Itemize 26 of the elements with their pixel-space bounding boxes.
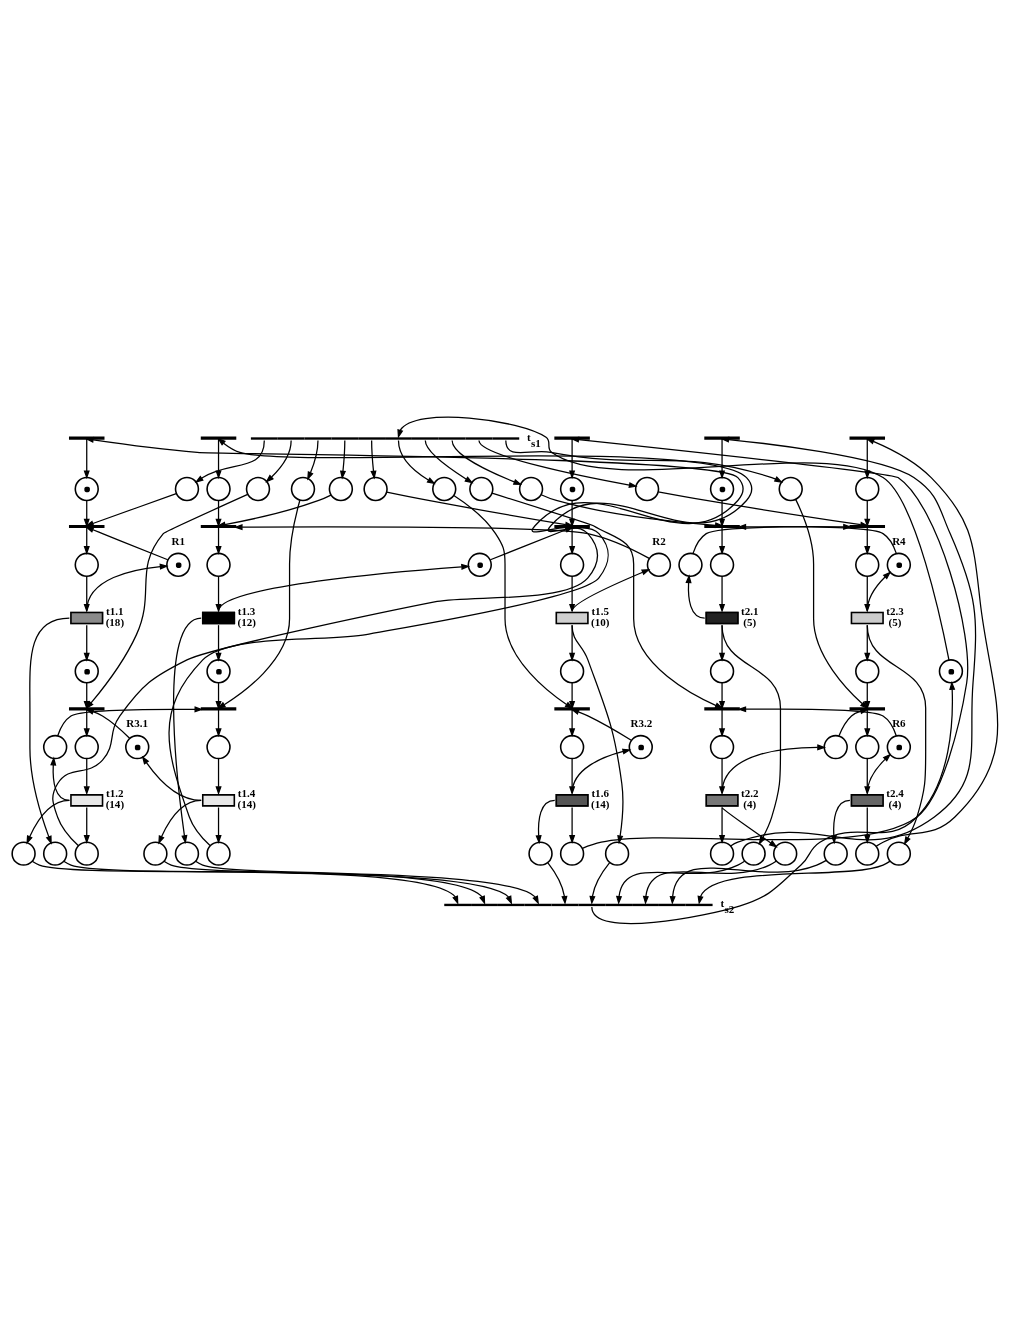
node-label: (14) bbox=[590, 797, 609, 810]
node-label: (5) bbox=[742, 615, 756, 628]
node-label: (10) bbox=[590, 615, 609, 628]
node-label: t1.1 bbox=[105, 604, 124, 617]
node-label: (12) bbox=[236, 615, 256, 628]
node-label: (14) bbox=[105, 797, 124, 810]
node-label: t2.1 bbox=[740, 604, 758, 617]
node-label: R6 bbox=[891, 716, 906, 729]
node-label: t1.6 bbox=[590, 786, 609, 799]
node-label: (18) bbox=[105, 615, 124, 628]
node-label: t2.4 bbox=[885, 786, 904, 799]
node-label: R1 bbox=[171, 534, 185, 547]
node-label: t2.3 bbox=[885, 604, 904, 617]
node-label: (14) bbox=[236, 797, 256, 810]
node-label: (4) bbox=[742, 797, 756, 810]
node-label: t1.5 bbox=[590, 604, 609, 617]
node-label: R4 bbox=[891, 534, 906, 547]
node-label: (4) bbox=[888, 797, 901, 810]
node-label: t2.2 bbox=[740, 786, 758, 799]
node-label: t1.3 bbox=[237, 604, 255, 617]
node-label: t1.4 bbox=[237, 786, 255, 799]
node-label: R3.2 bbox=[630, 716, 652, 729]
node-label: (5) bbox=[888, 615, 901, 628]
node-label: t1.2 bbox=[105, 786, 124, 799]
node-label: R3.1 bbox=[125, 716, 148, 729]
node-label: R2 bbox=[651, 534, 666, 547]
